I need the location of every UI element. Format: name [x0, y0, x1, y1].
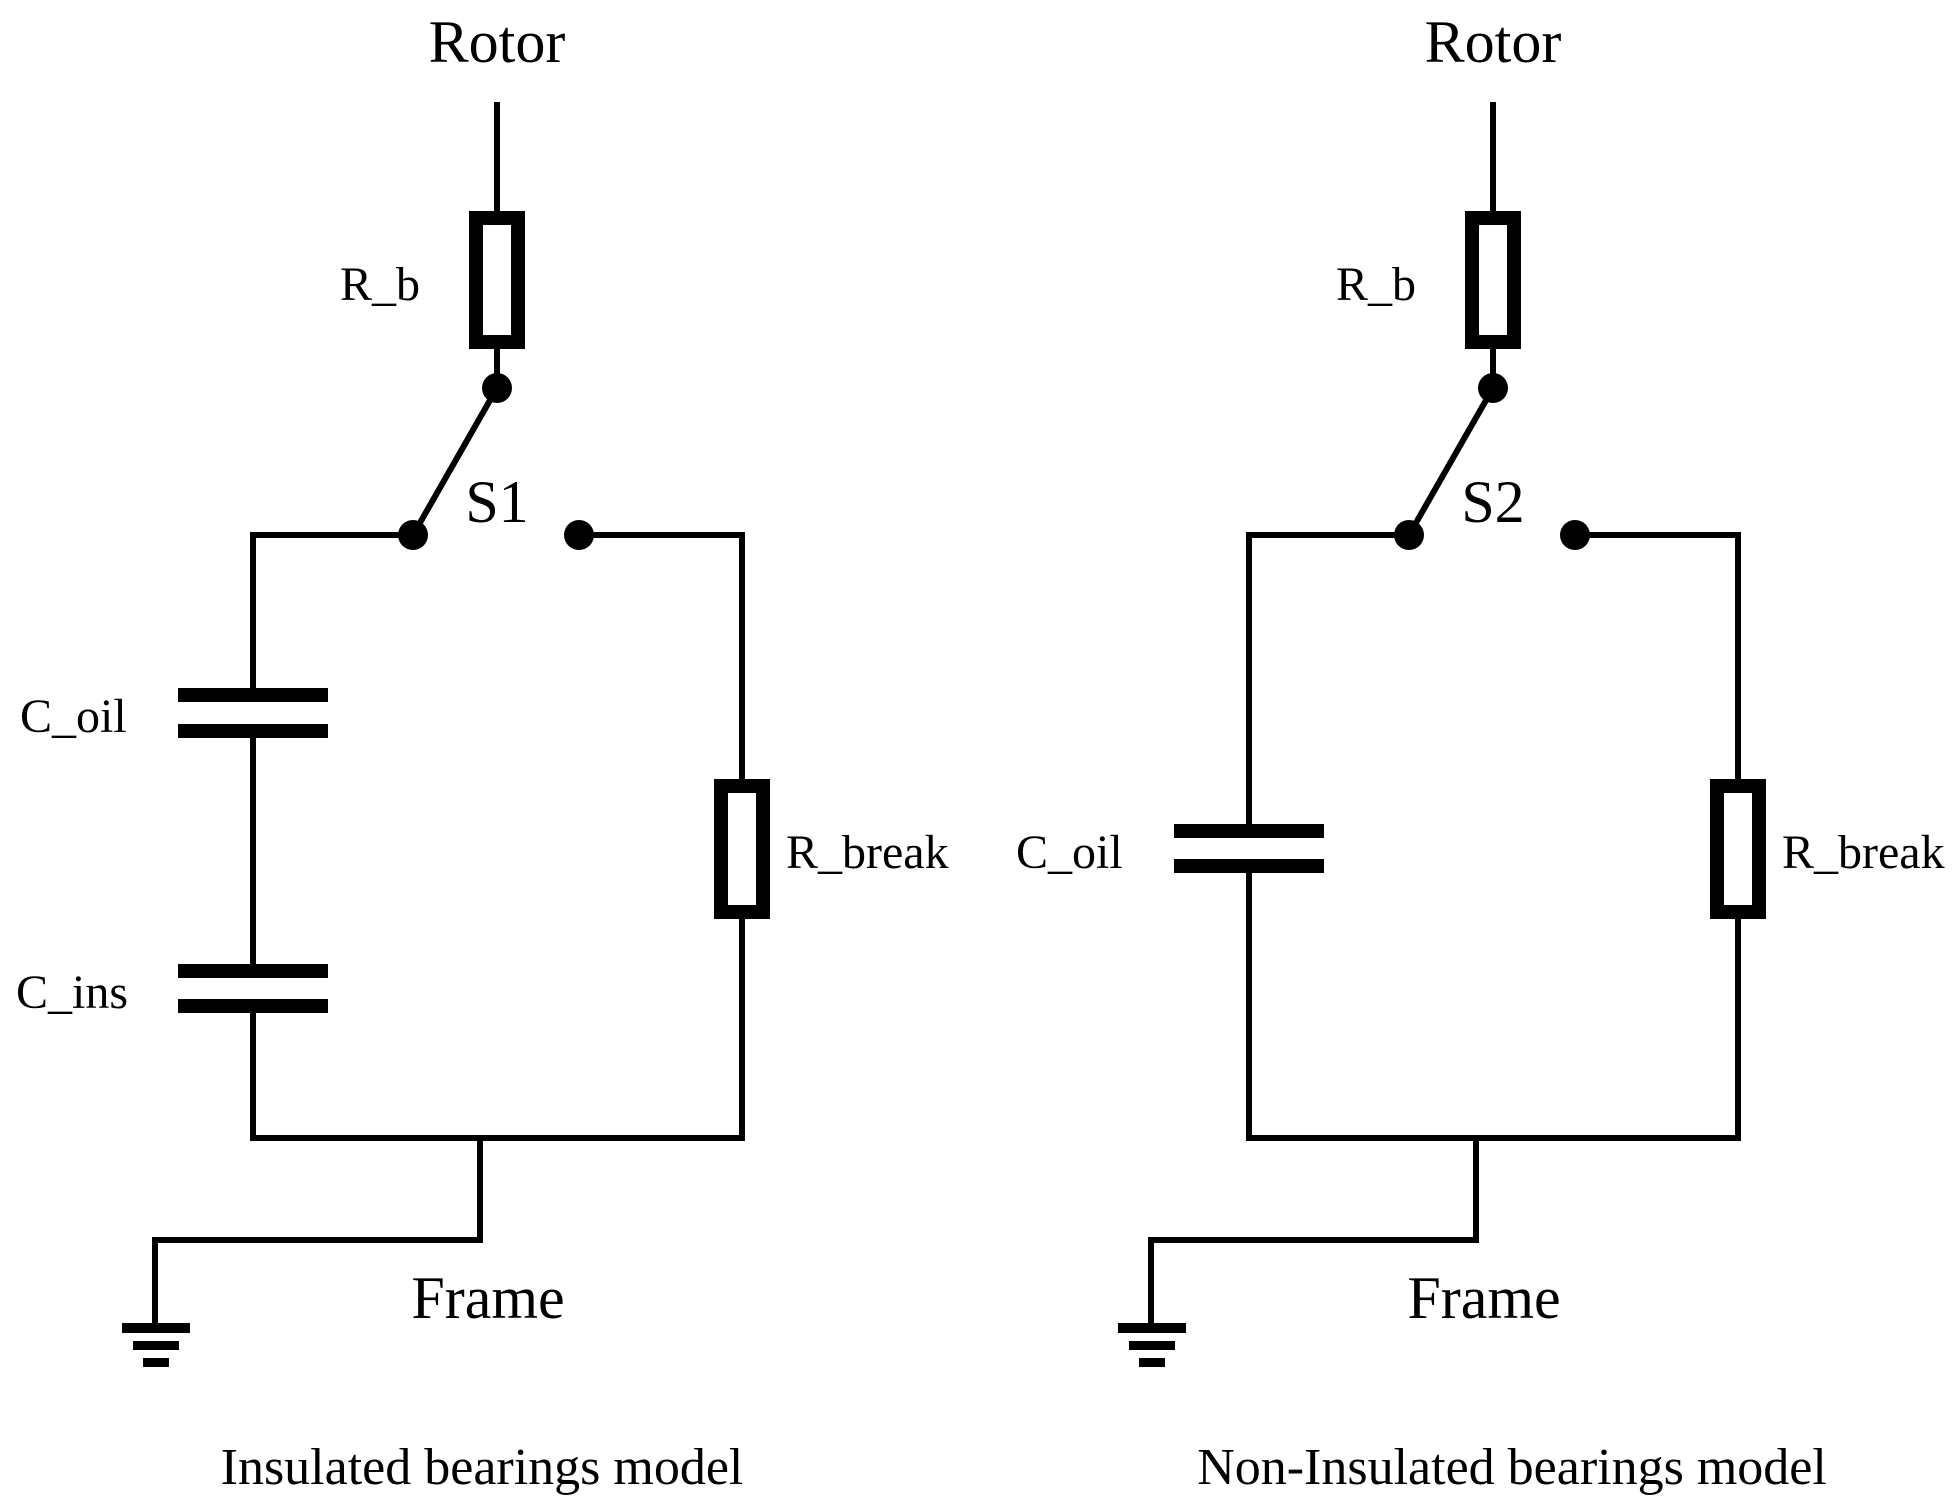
- switch-label: S2: [1461, 469, 1524, 535]
- frame-label: Frame: [1407, 1265, 1560, 1331]
- rb-resistor: [469, 211, 525, 349]
- switch-blade: [408, 383, 502, 540]
- r-break-label: R_break: [1782, 826, 1945, 879]
- rb-label: R_b: [340, 258, 420, 311]
- r-break-label: R_break: [786, 826, 949, 879]
- bottom-rail-wire: [1246, 870, 1741, 1141]
- rb-label: R_b: [1336, 258, 1416, 311]
- c-oil-label: C_oil: [1016, 826, 1123, 879]
- left-branch-wire-top: [1246, 532, 1412, 829]
- ground-lead-wire: [1148, 1135, 1479, 1329]
- ground-symbol-icon: [1118, 1323, 1186, 1367]
- right-branch-wire-top: [576, 532, 745, 785]
- c-ins-label: C_ins: [16, 966, 128, 1019]
- c-oil-plate-bottom: [1174, 859, 1324, 873]
- rb-resistor: [1465, 211, 1521, 349]
- left-branch-wire-top: [250, 532, 416, 693]
- c-oil-plate-top: [178, 688, 328, 702]
- non-insulated-bearings-circuit: Rotor R_b S2 C_oil R_break Frame Non-Ins…: [1016, 9, 1945, 1496]
- ground-symbol-icon: [122, 1323, 190, 1367]
- switch-blade: [1404, 383, 1498, 540]
- caption: Non-Insulated bearings model: [1197, 1439, 1827, 1496]
- insulated-bearings-circuit: Rotor R_b S1 C_oil C_ins R_break Fr: [16, 9, 949, 1496]
- rotor-label: Rotor: [429, 9, 566, 75]
- right-branch-wire-top: [1572, 532, 1741, 785]
- c-oil-label: C_oil: [20, 690, 127, 743]
- rotor-label: Rotor: [1425, 9, 1562, 75]
- bottom-rail-wire: [250, 1010, 745, 1141]
- r-break-resistor: [714, 779, 770, 919]
- c-ins-plate-bottom: [178, 999, 328, 1013]
- r-break-resistor: [1710, 779, 1766, 919]
- frame-label: Frame: [411, 1265, 564, 1331]
- caption: Insulated bearings model: [221, 1439, 744, 1496]
- c-oil-plate-top: [1174, 824, 1324, 838]
- c-oil-plate-bottom: [178, 724, 328, 738]
- ground-lead-wire: [152, 1135, 483, 1329]
- switch-label: S1: [465, 469, 528, 535]
- c-ins-plate-top: [178, 964, 328, 978]
